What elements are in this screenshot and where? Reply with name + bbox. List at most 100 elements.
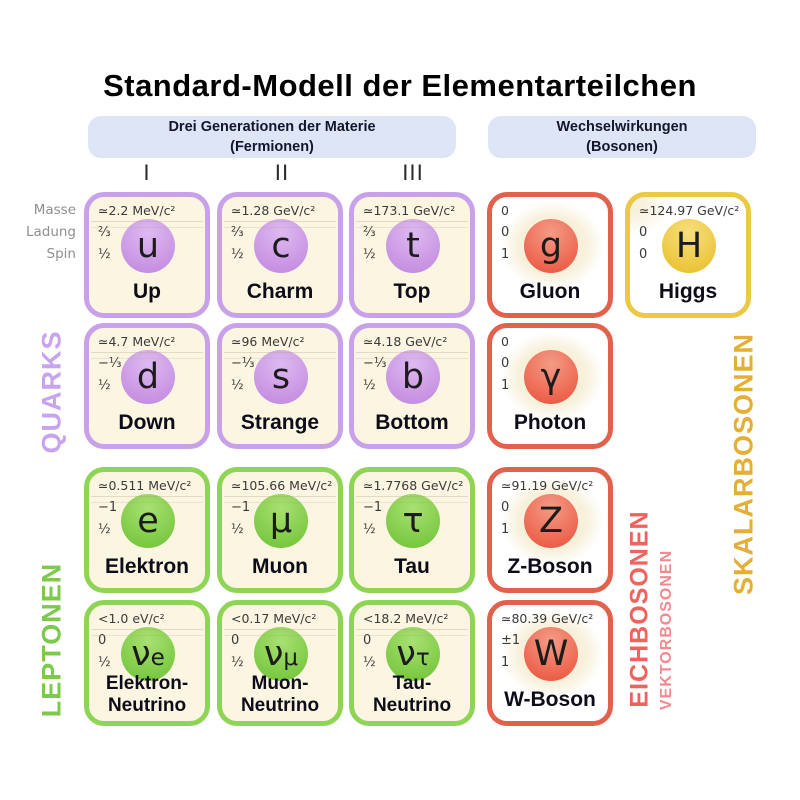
- down-name: Down: [118, 411, 176, 435]
- muon-mass: ≃105.66 MeV/c²: [231, 478, 333, 493]
- top-spin: ½: [363, 247, 376, 262]
- z-boson-symbol: Z: [539, 500, 563, 541]
- property-label-mass: Masse: [33, 202, 76, 218]
- muon-spin: ½: [231, 522, 244, 537]
- w-boson-name: W-Boson: [504, 688, 596, 712]
- photon-circle: γ: [524, 350, 578, 404]
- charm-symbol: c: [271, 225, 291, 266]
- elektron-neutrino-circle: νe: [121, 627, 175, 681]
- vector-bosons-group-label: VEKTORBOSONEN: [658, 549, 675, 711]
- down-symbol: d: [136, 356, 160, 397]
- top-circle: t: [386, 219, 440, 273]
- charm-circle: c: [254, 219, 308, 273]
- tau-neutrino-spin: ½: [363, 655, 376, 670]
- strange-circle: s: [254, 350, 308, 404]
- muon-neutrino-spin: ½: [231, 655, 244, 670]
- gluon-circle: g: [524, 219, 578, 273]
- muon-neutrino-symbol: νμ: [263, 633, 299, 674]
- up-mass: ≃2.2 MeV/c²: [98, 203, 176, 218]
- w-boson-spin: 1: [501, 655, 510, 670]
- higgs-symbol: H: [675, 225, 703, 266]
- top-charge: ⅔: [363, 225, 376, 240]
- elektron-neutrino-symbol: νe: [131, 633, 165, 674]
- elektron-name: Elektron: [104, 555, 190, 579]
- elektron-neutrino-name: Elektron-Neutrino: [105, 673, 189, 716]
- top-name: Top: [393, 280, 431, 304]
- muon-circle: μ: [254, 494, 308, 548]
- header-bosons-line2: (Bosonen): [586, 139, 658, 155]
- header-fermions-line1: Drei Generationen der Materie: [168, 119, 376, 135]
- charm-mass: ≃1.28 GeV/c²: [231, 203, 316, 218]
- down-charge: −⅓: [98, 356, 122, 371]
- elektron-spin: ½: [98, 522, 111, 537]
- tau-spin: ½: [363, 522, 376, 537]
- tau-name: Tau: [394, 555, 430, 579]
- header-band-bosons: Wechselwirkungen (Bosonen): [488, 116, 756, 158]
- w-boson-mass: ≃80.39 GeV/c²: [501, 611, 594, 626]
- tau-neutrino-mass: <18.2 MeV/c²: [363, 611, 449, 626]
- elektron-symbol: e: [137, 500, 159, 541]
- header-fermions-line2: (Fermionen): [230, 139, 314, 155]
- strange-mass: ≃96 MeV/c²: [231, 334, 305, 349]
- photon-spin: 1: [501, 378, 510, 393]
- strange-charge: −⅓: [231, 356, 255, 371]
- z-boson-spin: 1: [501, 522, 510, 537]
- particle-card-w-boson: ≃80.39 GeV/c² ±1 1 W W-Boson: [487, 600, 613, 726]
- generation-II: II: [274, 161, 290, 185]
- down-mass: ≃4.7 MeV/c²: [98, 334, 176, 349]
- tau-neutrino-name: Tau-Neutrino: [372, 673, 452, 716]
- elektron-charge: −1: [98, 500, 118, 515]
- w-boson-symbol: W: [533, 633, 569, 674]
- higgs-name: Higgs: [658, 280, 718, 304]
- bottom-spin: ½: [363, 378, 376, 393]
- strange-symbol: s: [271, 356, 291, 397]
- property-label-charge: Ladung: [25, 224, 76, 240]
- z-boson-mass: ≃91.19 GeV/c²: [501, 478, 594, 493]
- top-symbol: t: [406, 225, 420, 266]
- bottom-charge: −⅓: [363, 356, 387, 371]
- up-spin: ½: [98, 247, 111, 262]
- photon-name: Photon: [513, 411, 587, 435]
- elektron-mass: ≃0.511 MeV/c²: [98, 478, 192, 493]
- gluon-mass: 0: [501, 203, 509, 218]
- header-band-fermions: Drei Generationen der Materie (Fermionen…: [88, 116, 456, 158]
- charm-charge: ⅔: [231, 225, 244, 240]
- quarks-group-label: QUARKS: [36, 330, 67, 454]
- photon-symbol: γ: [540, 356, 562, 397]
- higgs-spin: 0: [639, 247, 648, 262]
- photon-charge: 0: [501, 356, 510, 371]
- higgs-mass: ≃124.97 GeV/c²: [639, 203, 740, 218]
- up-circle: u: [121, 219, 175, 273]
- strange-spin: ½: [231, 378, 244, 393]
- down-spin: ½: [98, 378, 111, 393]
- w-boson-circle: W: [524, 627, 578, 681]
- bottom-circle: b: [386, 350, 440, 404]
- charm-spin: ½: [231, 247, 244, 262]
- bottom-name: Bottom: [375, 411, 449, 435]
- elektron-neutrino-charge: 0: [98, 633, 107, 648]
- page-title: Standard-Modell der Elementarteilchen: [103, 68, 697, 103]
- tau-charge: −1: [363, 500, 383, 515]
- up-name: Up: [133, 280, 161, 304]
- bottom-mass: ≃4.18 GeV/c²: [363, 334, 448, 349]
- tau-neutrino-circle: ντ: [386, 627, 440, 681]
- w-boson-charge: ±1: [501, 633, 521, 648]
- tau-mass: ≃1.7768 GeV/c²: [363, 478, 464, 493]
- muon-neutrino-circle: νμ: [254, 627, 308, 681]
- z-boson-charge: 0: [501, 500, 510, 515]
- generation-I: I: [143, 161, 151, 185]
- charm-name: Charm: [246, 280, 314, 304]
- tau-neutrino-charge: 0: [363, 633, 372, 648]
- muon-name: Muon: [252, 555, 308, 579]
